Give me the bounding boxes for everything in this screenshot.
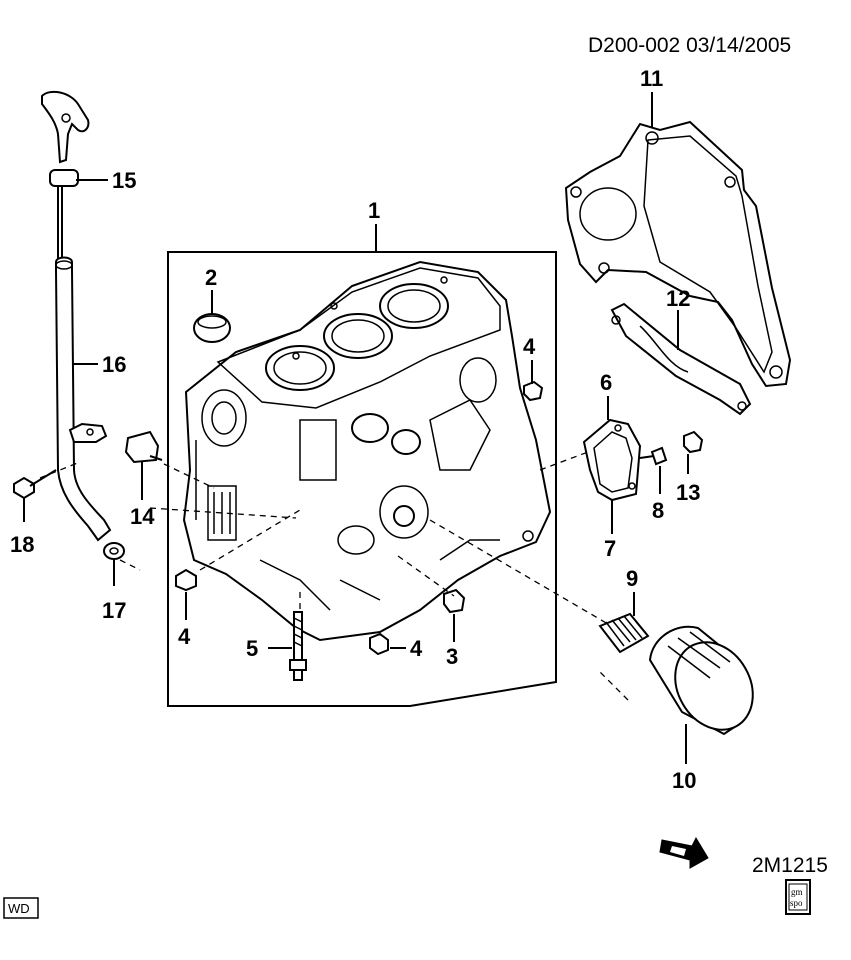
gm-badge-line2: spo [790, 898, 803, 908]
callout-7: 7 [604, 536, 616, 561]
side-cover [582, 418, 642, 502]
callout-2: 2 [205, 265, 217, 290]
callout-18: 18 [10, 532, 34, 557]
callout-9: 9 [626, 566, 638, 591]
callout-3: 3 [446, 644, 458, 669]
filter-nipple [598, 612, 650, 654]
callout-16: 16 [102, 352, 126, 377]
gm-badge-line1: gm [791, 887, 803, 897]
callout-13: 13 [676, 480, 700, 505]
diagram-reference-code: 2M1215 [752, 854, 828, 877]
arrow-right-icon [659, 836, 709, 869]
callout-5: 5 [246, 636, 258, 661]
wd-badge-label: WD [8, 901, 30, 916]
stud-bolt [289, 611, 307, 681]
callout-11: 11 [640, 66, 663, 91]
gasket-bolt [683, 430, 704, 454]
callout-6: 6 [600, 370, 612, 395]
callout-12: 12 [666, 286, 690, 311]
oil-pressure-switch [124, 430, 163, 464]
callout-14: 14 [130, 504, 155, 529]
cover-bolt [650, 446, 668, 466]
callout-15: 15 [112, 168, 136, 193]
callout-4-lower: 4 [410, 636, 423, 661]
callout-1: 1 [368, 198, 380, 223]
diagram-header-code: D200-002 03/14/2005 [588, 34, 791, 57]
block-group-outline [167, 251, 557, 707]
callout-8: 8 [652, 498, 664, 523]
callout-10: 10 [672, 768, 696, 793]
oil-filter [648, 625, 754, 736]
oil-pan-gasket [610, 302, 752, 416]
gm-spo-icon: gm spo [785, 879, 811, 915]
cylinder-block [182, 260, 552, 642]
dipstick-assembly [13, 90, 125, 560]
callout-4-upper: 4 [523, 334, 536, 359]
wd-badge: WD [3, 897, 39, 919]
timing-cover-gasket [564, 120, 792, 388]
callout-17: 17 [102, 598, 126, 623]
callout-4-left: 4 [178, 624, 191, 649]
